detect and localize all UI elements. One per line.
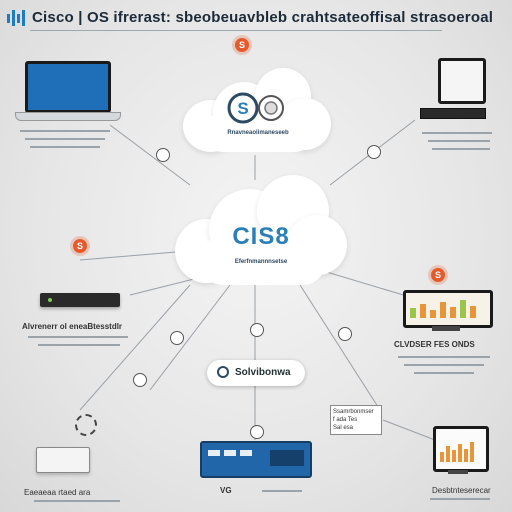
node-icon (338, 327, 352, 341)
note-card: Ssamrbonmser f ada Tes Sal esa (330, 405, 382, 435)
node-icon (133, 373, 147, 387)
router-caption: Alvrenerr ol eneaBtesstdlr (22, 322, 123, 331)
monitor-stand (432, 326, 460, 331)
monitor-caption-line (432, 148, 490, 150)
solution-pill: Solvibonwa (207, 360, 305, 386)
node-icon (156, 148, 170, 162)
router-body (40, 293, 120, 307)
top-cloud-logo-letter: S (237, 99, 248, 118)
header-divider (30, 30, 442, 31)
monitor-right-caption-line (404, 364, 484, 366)
monitor-right-screen (403, 290, 493, 328)
monitor-top-right-screen (438, 58, 486, 104)
note-line: Ssamrbonmser (333, 409, 374, 415)
monitor-bottom-right-caption: Desbtnteserecar (432, 486, 491, 495)
switch-caption-line (262, 490, 302, 492)
right-marker-icon: S (431, 268, 445, 282)
switch-port (224, 450, 236, 456)
laptop-base (15, 112, 121, 121)
laptop-screen (25, 61, 111, 113)
router-led (48, 298, 52, 302)
center-cloud-caption: Eferfnmannnsetse (234, 259, 288, 265)
top-cloud: S Rnavneaolimaneseeb (183, 68, 331, 154)
monitor-right-caption: CLVDSER FES ONDS (394, 340, 475, 349)
laptop-caption-line (30, 146, 100, 148)
center-cloud: CIS8 Eferfnmannnsetse (175, 175, 347, 287)
server-box (36, 447, 90, 473)
monitor-caption-line (422, 132, 492, 134)
note-line: Sal esa (333, 425, 354, 431)
server-caption: Eaeaeaa rtaed ara (24, 488, 91, 497)
router-caption-line (38, 344, 120, 346)
page-title: Cisco | OS ifrerast: sbeobeuavbleb craht… (32, 9, 494, 26)
solution-label: Solvibonwa (235, 367, 291, 378)
chart-thumbnail-icon (440, 442, 474, 462)
left-marker-icon: S (73, 239, 87, 253)
node-icon (367, 145, 381, 159)
keyboard (420, 108, 486, 119)
gear-icon (75, 414, 97, 436)
monitor-stand (448, 470, 468, 474)
bar-thumbnail-icon (410, 300, 476, 318)
switch-port (208, 450, 220, 456)
switch-port (240, 450, 252, 456)
router-caption-line (28, 336, 128, 338)
node-icon (250, 425, 264, 439)
node-icon (170, 331, 184, 345)
switch-panel (270, 450, 304, 466)
server-caption-line (34, 500, 120, 502)
note-line: f ada Tes (333, 417, 358, 423)
top-marker-icon: S (235, 38, 249, 52)
center-cloud-title: CIS8 (232, 223, 290, 250)
header-bar: Cisco | OS ifrerast: sbeobeuavbleb craht… (0, 0, 512, 36)
laptop-caption-line (20, 130, 110, 132)
sync-logo-icon: S (227, 92, 284, 124)
solution-icon (217, 366, 229, 378)
laptop-caption-line (25, 138, 105, 140)
monitor-bottom-right-caption-line (430, 498, 490, 500)
top-cloud-caption: Rnavneaolimaneseeb (227, 130, 289, 136)
monitor-right-caption-line (414, 372, 474, 374)
monitor-caption-line (428, 140, 490, 142)
cisco-logo-icon (7, 10, 25, 26)
monitor-right-caption-line (398, 356, 490, 358)
switch-caption: VG (220, 486, 232, 495)
node-icon (250, 323, 264, 337)
